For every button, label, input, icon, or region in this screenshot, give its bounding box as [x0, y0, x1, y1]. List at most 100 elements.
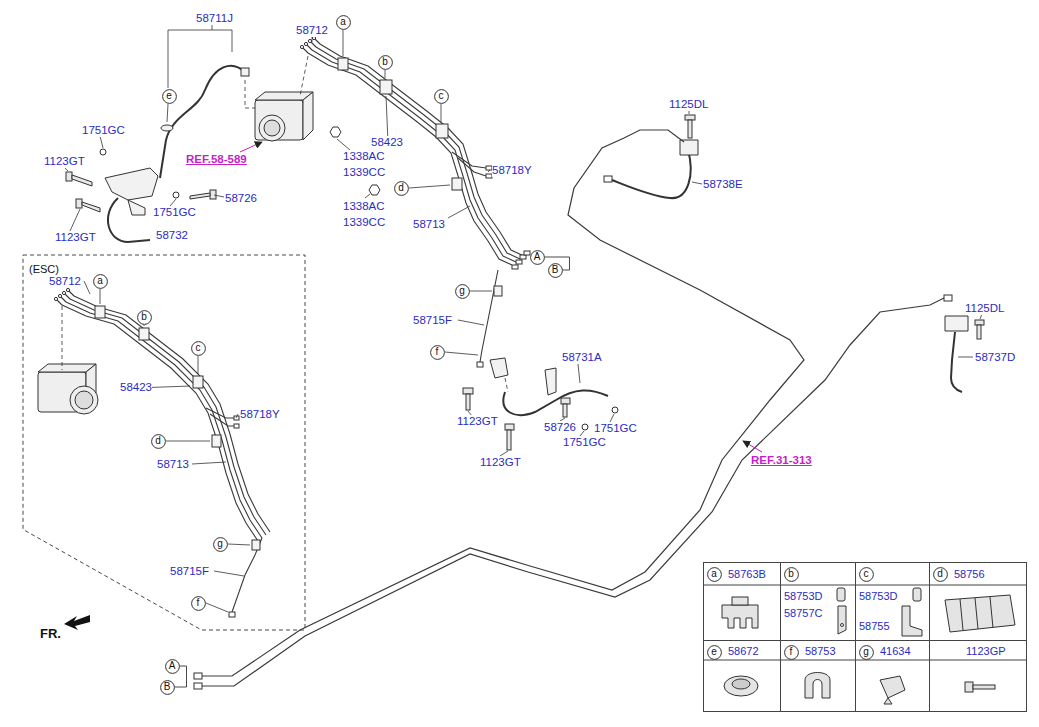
hose-bracket: [490, 358, 508, 378]
tube-fitting: [524, 251, 530, 255]
bolt: [82, 202, 100, 212]
part-number: 1751GC: [594, 422, 637, 435]
washer: [100, 127, 618, 430]
tube-fitting: [58, 294, 61, 297]
leader-line: [448, 206, 470, 218]
leader-line: [144, 325, 145, 326]
part-number: 58423: [120, 381, 152, 394]
tube-clip: [139, 328, 149, 340]
leader-line: [445, 352, 478, 355]
washer: [612, 407, 618, 413]
part-number: 1123GT: [44, 155, 85, 168]
tube-fitting: [304, 42, 307, 45]
parts-table-cell: 58753f: [780, 640, 856, 712]
leader-line: [167, 104, 168, 122]
brake-tube-bundle: [66, 302, 262, 538]
leader-line: [198, 356, 199, 374]
tube-clip: [193, 376, 203, 388]
callout-circle: b: [784, 567, 799, 582]
part-number: 1338AC: [343, 150, 385, 163]
leader-line: [70, 209, 80, 231]
callout-circle: a: [707, 567, 722, 582]
parts-table-cell: 58672e: [703, 640, 781, 712]
callout-circle: b: [137, 310, 152, 325]
callout-circle-outline: [191, 341, 205, 355]
hydraulic-unit: [264, 120, 280, 136]
callout-circle: A: [165, 659, 180, 674]
hose-bracket: [105, 168, 158, 200]
leader-line: [84, 281, 90, 294]
callout-circle: f: [784, 645, 799, 660]
tube-clip: [95, 306, 105, 318]
bolt: [76, 199, 82, 208]
leader-line: [166, 441, 210, 442]
part-number: 58718Y: [240, 408, 280, 421]
part-number: 58712: [296, 24, 328, 37]
part-number: 58423: [371, 136, 403, 149]
callout-letter: d: [937, 569, 943, 579]
brake-tube-bundle: [458, 158, 486, 176]
part-number: 58718Y: [492, 164, 532, 177]
callout-letter: g: [217, 539, 223, 549]
tube-fitting: [229, 612, 235, 617]
tube-fitting: [300, 45, 303, 48]
leader-line: [100, 289, 101, 304]
bolt: [72, 175, 92, 186]
part-number: 58726: [225, 192, 257, 205]
part-number: 58757C: [784, 607, 823, 619]
callout-letter: B: [164, 682, 171, 692]
callout-letter: a: [711, 569, 717, 579]
tube-clip: [380, 80, 392, 94]
bolt: [505, 424, 514, 430]
variant-region-outline: [23, 255, 305, 630]
callout-circle-outline: [548, 263, 562, 277]
brake-tube-bundle: [70, 299, 266, 535]
callout-circle: e: [707, 645, 722, 660]
part-number: 58756: [954, 568, 985, 580]
hydraulic-unit: [75, 391, 93, 409]
rear-brake-tube: [202, 130, 944, 686]
tube-fitting: [194, 683, 202, 689]
callout-letter: d: [155, 436, 161, 446]
tube-fitting: [194, 673, 202, 679]
callout-circle-outline: [162, 89, 176, 103]
part-number: 1123GT: [55, 231, 96, 244]
callout-circle: A: [530, 250, 545, 265]
brake-tube-bundle: [210, 414, 234, 426]
tube-clip: [436, 124, 448, 138]
leader-line: [365, 194, 370, 198]
callout-circle: c: [191, 341, 206, 356]
leader-line: [692, 182, 702, 184]
callout-letter: f: [790, 647, 793, 657]
leader-line: [578, 364, 580, 383]
callout-letter: c: [864, 569, 869, 579]
callout-letter: b: [141, 312, 147, 322]
reference-arrow: [240, 142, 762, 452]
part-number: 58711J: [196, 12, 233, 25]
tube-clip: [338, 58, 348, 70]
callout-circle-outline: [859, 567, 873, 581]
callout-circle-outline: [137, 310, 151, 324]
bolt: [563, 404, 567, 417]
callout-circle-outline: [151, 434, 165, 448]
part-number: 58755: [859, 620, 890, 632]
part-icon: [973, 685, 995, 689]
part-icon: [722, 605, 758, 628]
callout-circle-outline: [859, 645, 873, 659]
bolt: [66, 115, 984, 450]
hose-bracket: [128, 200, 145, 215]
part-number: 1123GT: [457, 415, 498, 428]
part-number: 58713: [157, 458, 189, 471]
callout-letter: e: [711, 647, 717, 657]
callout-circle-outline: [191, 596, 205, 610]
washer: [369, 185, 380, 195]
part-number: 1125DL: [965, 302, 1004, 315]
part-number: 1751GC: [563, 436, 606, 449]
tube-fitting: [54, 297, 57, 300]
direction-label: FR.: [40, 627, 61, 641]
front-arrow: [64, 615, 90, 630]
brake-tube-bundle: [452, 152, 486, 168]
part-number: 58737D: [975, 351, 1015, 364]
